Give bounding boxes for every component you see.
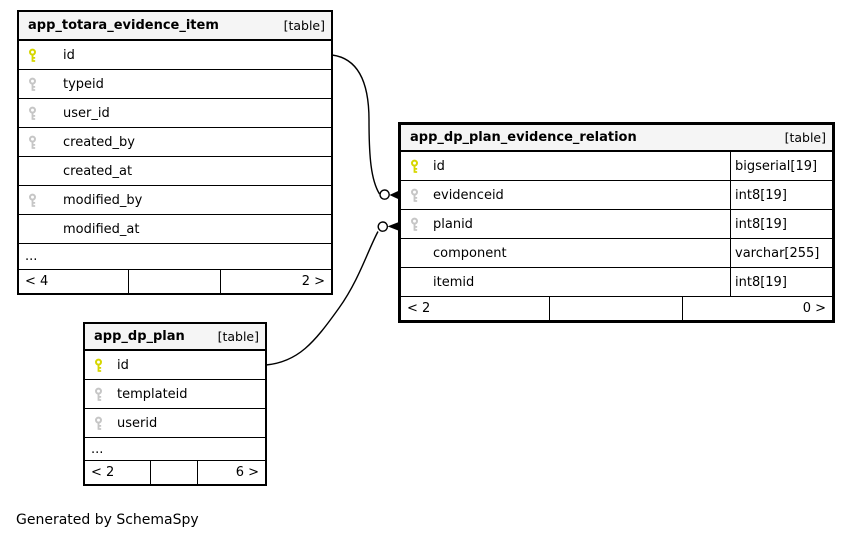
table-card-app-totara-evidence-item[interactable]: app_totara_evidence_item [table] id type… [17,10,333,295]
count-spacer [151,461,198,484]
foreign-key-icon [27,135,41,150]
relationship-counts: < 2 0 > [401,297,832,320]
column-row-planid: planid int8[19] [401,210,832,239]
column-row-id: id bigserial[19] [401,152,832,181]
child-count: 0 > [802,301,826,316]
child-count: 2 > [301,274,325,289]
table-tag: [table] [784,130,826,145]
column-row-userid: userid [85,409,265,438]
table-header[interactable]: app_dp_plan [table] [85,324,265,351]
table-name: app_dp_plan_evidence_relation [410,130,637,145]
column-name: id [117,357,129,373]
column-name: userid [117,415,158,431]
column-name: user_id [63,105,110,121]
column-row-modified-by: modified_by [19,186,331,215]
primary-key-icon [409,159,423,174]
count-spacer [129,270,221,293]
table-name: app_dp_plan [94,329,185,344]
relationship-counts: < 4 2 > [19,270,331,293]
foreign-key-icon [27,106,41,121]
column-row-modified-at: modified_at [19,215,331,244]
column-row-created-at: created_at [19,157,331,186]
column-type: bigserial[19] [730,152,832,180]
column-row-itemid: itemid int8[19] [401,268,832,297]
generated-by-note: Generated by SchemaSpy [16,512,199,528]
ellipsis-text: ... [91,441,104,457]
primary-key-icon [93,358,107,373]
column-row-id: id [19,41,331,70]
foreign-key-icon [93,416,107,431]
column-row-templateid: templateid [85,380,265,409]
column-name: itemid [433,274,475,290]
column-name-cell: itemid [401,268,730,296]
table-card-app-dp-plan-evidence-relation[interactable]: app_dp_plan_evidence_relation [table] id… [398,122,835,323]
column-name-cell: id [401,152,730,180]
table-tag: [table] [217,329,259,344]
parent-count: < 2 [401,297,550,320]
parent-count: < 4 [19,270,129,293]
column-row-typeid: typeid [19,70,331,99]
foreign-key-icon [27,193,41,208]
relationship-counts: < 2 6 > [85,461,265,484]
parent-count: < 2 [85,461,151,484]
table-header[interactable]: app_dp_plan_evidence_relation [table] [401,125,832,152]
column-name-cell: planid [401,210,730,238]
column-name: modified_at [63,221,140,237]
more-columns-indicator: ... [19,244,331,270]
count-spacer [550,297,683,320]
column-type: varchar[255] [730,239,832,267]
column-type: int8[19] [730,181,832,209]
column-type: int8[19] [730,268,832,296]
column-name: modified_by [63,192,143,208]
child-count: 6 > [235,465,259,480]
column-name: planid [433,216,473,232]
column-name: component [433,245,507,261]
column-row-id: id [85,351,265,380]
primary-key-icon [27,48,41,63]
table-name: app_totara_evidence_item [28,18,219,33]
column-row-component: component varchar[255] [401,239,832,268]
column-row-created-by: created_by [19,128,331,157]
column-name-cell: component [401,239,730,267]
column-name-cell: evidenceid [401,181,730,209]
foreign-key-icon [93,387,107,402]
column-name: created_at [63,163,133,179]
column-name: id [433,158,445,174]
table-card-app-dp-plan[interactable]: app_dp_plan [table] id templateid userid… [83,322,267,486]
column-row-evidenceid: evidenceid int8[19] [401,181,832,210]
more-columns-indicator: ... [85,438,265,461]
foreign-key-icon [409,188,423,203]
column-row-user-id: user_id [19,99,331,128]
ellipsis-text: ... [25,249,38,264]
relationship-evidenceid-line [331,54,400,200]
table-tag: [table] [283,18,325,33]
table-header[interactable]: app_totara_evidence_item [table] [19,12,331,41]
column-name: templateid [117,386,188,402]
column-type: int8[19] [730,210,832,238]
column-name: created_by [63,134,135,150]
foreign-key-icon [27,77,41,92]
column-name: evidenceid [433,187,504,203]
foreign-key-icon [409,217,423,232]
column-name: typeid [63,76,104,92]
column-name: id [63,47,75,63]
